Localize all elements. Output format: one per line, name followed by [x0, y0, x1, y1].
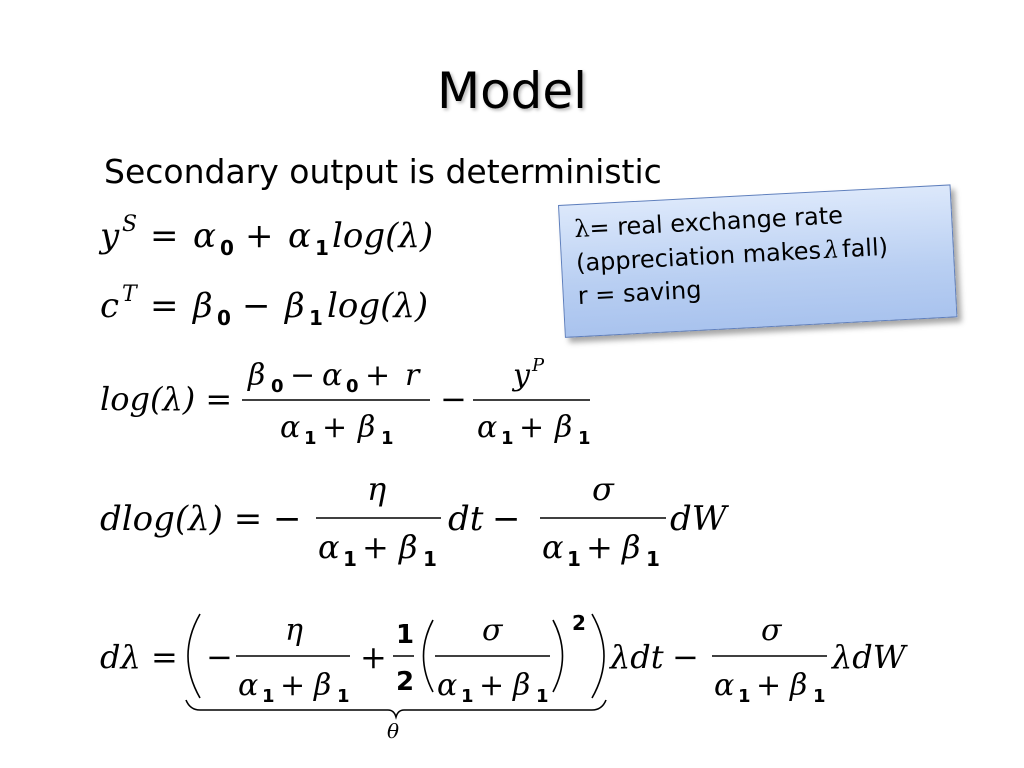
svg-text:1: 1	[381, 428, 394, 449]
svg-text:−: −	[206, 638, 233, 676]
svg-text:1: 1	[501, 428, 514, 449]
svg-text:1: 1	[423, 547, 437, 571]
svg-text:σ: σ	[482, 613, 504, 648]
svg-text:α: α	[288, 216, 311, 256]
svg-text:α: α	[714, 668, 734, 703]
svg-text:0: 0	[271, 376, 284, 397]
svg-text:1: 1	[304, 428, 317, 449]
svg-text:α: α	[477, 410, 497, 445]
svg-text:β: β	[554, 410, 572, 445]
svg-text:1: 1	[461, 686, 474, 707]
svg-text:α: α	[318, 528, 340, 566]
svg-text:1: 1	[315, 236, 329, 260]
svg-text:−: −	[440, 380, 467, 418]
svg-text:−: −	[290, 358, 315, 393]
svg-text:β: β	[283, 286, 305, 326]
svg-text:β: β	[621, 528, 641, 566]
slide-subtitle: Secondary output is deterministic	[104, 152, 662, 191]
svg-text:dlog(λ) = −: dlog(λ) = −	[100, 499, 302, 539]
svg-text:y: y	[98, 216, 120, 256]
svg-text:β: β	[313, 668, 331, 703]
svg-text:+: +	[365, 358, 390, 393]
svg-text:dW: dW	[670, 499, 730, 539]
svg-text:1: 1	[738, 686, 751, 707]
svg-text:α: α	[437, 668, 457, 703]
svg-text:log(λ) =: log(λ) =	[100, 380, 232, 418]
svg-text:1: 1	[343, 547, 357, 571]
svg-text:β: β	[357, 410, 375, 445]
svg-text:β: β	[247, 358, 265, 393]
svg-text:T: T	[122, 282, 139, 307]
svg-text:1: 1	[337, 686, 350, 707]
svg-text:y: y	[511, 358, 531, 393]
svg-text:λdt: λdt	[608, 638, 664, 676]
svg-text:β: β	[398, 528, 418, 566]
svg-text:σ: σ	[761, 613, 783, 648]
svg-text:1: 1	[567, 547, 581, 571]
svg-text:+: +	[362, 528, 389, 566]
svg-text:α: α	[322, 358, 342, 393]
svg-text:1: 1	[309, 306, 323, 330]
svg-text:λdW: λdW	[830, 638, 909, 676]
svg-text:β: β	[512, 668, 530, 703]
svg-text:1: 1	[262, 686, 275, 707]
svg-text:+: +	[245, 216, 274, 256]
svg-text:0: 0	[217, 306, 231, 330]
svg-text:r: r	[405, 358, 421, 393]
svg-text:log(λ): log(λ)	[332, 216, 433, 256]
svg-text:1: 1	[813, 686, 826, 707]
svg-text:0: 0	[346, 376, 359, 397]
svg-text:1: 1	[396, 620, 414, 650]
svg-text:dλ =: dλ =	[100, 638, 178, 676]
svg-text:=: =	[150, 286, 179, 326]
svg-text:+: +	[756, 668, 781, 703]
svg-text:β: β	[191, 286, 213, 326]
svg-text:σ: σ	[592, 470, 615, 508]
svg-text:2: 2	[396, 667, 414, 697]
svg-text:α: α	[542, 528, 564, 566]
slide-title: Model	[436, 62, 588, 120]
svg-text:1: 1	[646, 547, 660, 571]
svg-text:1: 1	[578, 428, 591, 449]
svg-text:α: α	[193, 216, 216, 256]
svg-text:S: S	[122, 212, 137, 237]
svg-text:β: β	[789, 668, 807, 703]
svg-text:+: +	[519, 410, 544, 445]
svg-text:2: 2	[572, 611, 586, 635]
svg-text:+: +	[479, 668, 504, 703]
svg-text:+: +	[586, 528, 613, 566]
svg-text:−: −	[242, 286, 271, 326]
svg-text:+: +	[360, 638, 387, 676]
equation-dlog-lambda: dlog(λ) = − η α 1 + β 1 dt − σ α 1 + β 1…	[100, 470, 730, 571]
svg-text:−: −	[492, 499, 521, 539]
equation-log-lambda: log(λ) = β 0 − α 0 + r α 1 + β 1 − y P α…	[100, 355, 591, 449]
svg-text:P: P	[531, 355, 545, 376]
equation-supply: y S = α 0 + α 1 log(λ)	[98, 212, 433, 260]
svg-text:c: c	[100, 286, 119, 326]
svg-text:1: 1	[536, 686, 549, 707]
equation-d-lambda: dλ = − η α 1 + β 1 + 1 2 σ α 1 + β 1 2 λ…	[100, 611, 909, 743]
svg-text:+: +	[322, 410, 347, 445]
svg-text:+: +	[280, 668, 305, 703]
svg-text:η: η	[285, 613, 303, 648]
svg-text:0: 0	[220, 236, 234, 260]
svg-text:−: −	[672, 638, 699, 676]
svg-text:=: =	[150, 216, 179, 256]
svg-text:α: α	[238, 668, 258, 703]
svg-text:dt: dt	[448, 499, 484, 539]
svg-text:α: α	[280, 410, 300, 445]
equation-consumption: c T = β 0 − β 1 log(λ)	[100, 282, 428, 330]
underbrace-label: θ	[387, 719, 399, 743]
svg-text:η: η	[367, 470, 386, 508]
svg-text:log(λ): log(λ)	[327, 286, 428, 326]
